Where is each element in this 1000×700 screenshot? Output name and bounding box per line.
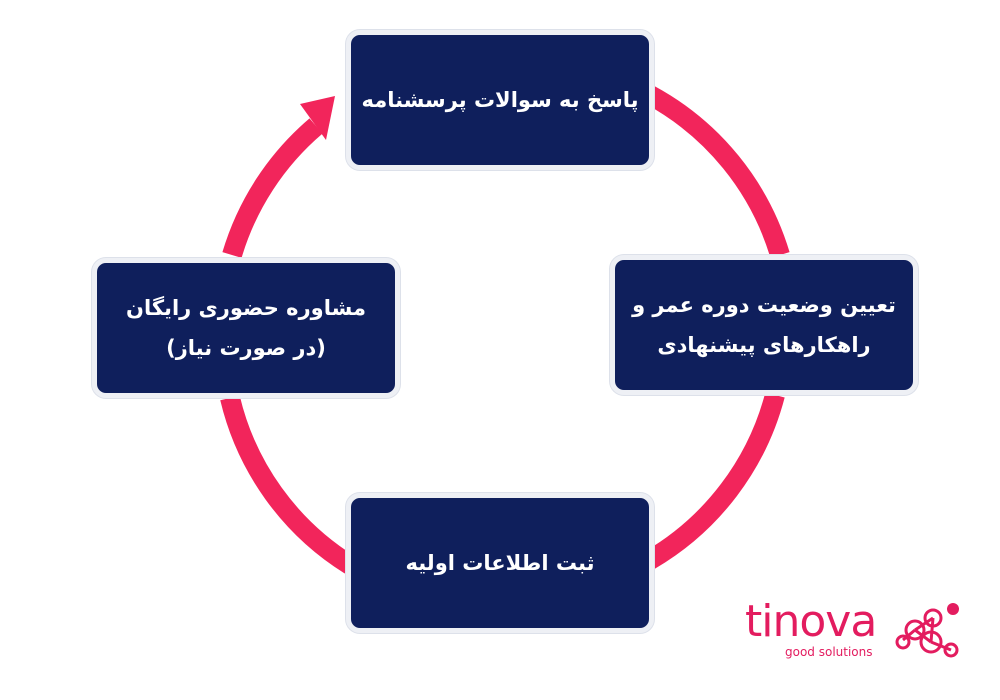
molecule-icon [895, 603, 959, 658]
step-label-line-1: مشاوره حضوری رایگان [126, 296, 366, 320]
step-answer-questionnaire: پاسخ به سوالات پرسشنامه [346, 30, 654, 170]
step-register-info: ثبت اطلاعات اولیه [346, 493, 654, 633]
step-label-line-2: راهکارهای پیشنهادی [657, 333, 871, 357]
logo-tagline: good solutions [785, 645, 873, 659]
logo-wordmark: tinova [745, 596, 877, 647]
ring-arc-top-right [645, 86, 790, 258]
ring-arc-bottom-right [644, 392, 785, 569]
step-label-line-2: (در صورت نیاز) [166, 336, 326, 360]
step-label-line-1: تعیین وضعیت دوره عمر و [632, 293, 896, 317]
ring-arc-bottom-left [220, 395, 356, 574]
ring-arc-top-left [222, 118, 323, 258]
step-label: پاسخ به سوالات پرسشنامه [361, 88, 639, 112]
step-free-consultation: مشاوره حضوری رایگان (در صورت نیاز) [92, 258, 400, 398]
step-determine-status: تعیین وضعیت دوره عمر و راهکارهای پیشنهاد… [610, 255, 918, 395]
cycle-arrowhead-icon [300, 96, 335, 140]
tinova-logo: tinova good solutions [745, 598, 975, 668]
step-label: ثبت اطلاعات اولیه [405, 551, 595, 575]
